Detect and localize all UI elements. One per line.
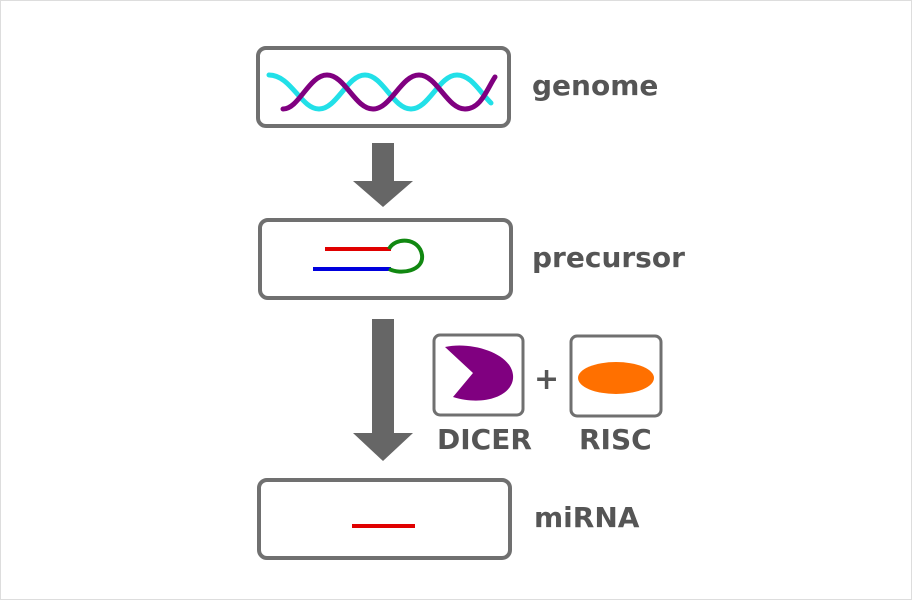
- risc-icon: [578, 362, 654, 394]
- mirna-label: miRNA: [534, 501, 640, 534]
- precursor-loop: [387, 238, 425, 274]
- arrow-genome-to-precursor: [353, 143, 413, 207]
- precursor-label: precursor: [532, 241, 685, 274]
- mirna-box: [257, 478, 512, 560]
- dicer-enzyme: DICER: [432, 333, 532, 456]
- hairpin-rna-icon: [313, 238, 425, 274]
- genome-stage: genome: [256, 46, 658, 128]
- dicer-icon: [445, 345, 514, 401]
- helix-strand-cyan: [266, 72, 494, 112]
- helix-strand-purple: [280, 72, 498, 112]
- risc-label: RISC: [579, 423, 652, 456]
- genome-label: genome: [532, 69, 658, 102]
- dna-helix-icon: [266, 72, 498, 112]
- dicer-label: DICER: [437, 423, 532, 456]
- plus-sign: +: [534, 362, 559, 397]
- precursor-stage: precursor: [258, 218, 685, 300]
- arrow-precursor-to-mirna: [353, 319, 413, 461]
- precursor-box: [258, 218, 513, 300]
- mirna-stage: miRNA: [257, 478, 640, 560]
- risc-complex: RISC: [569, 334, 663, 456]
